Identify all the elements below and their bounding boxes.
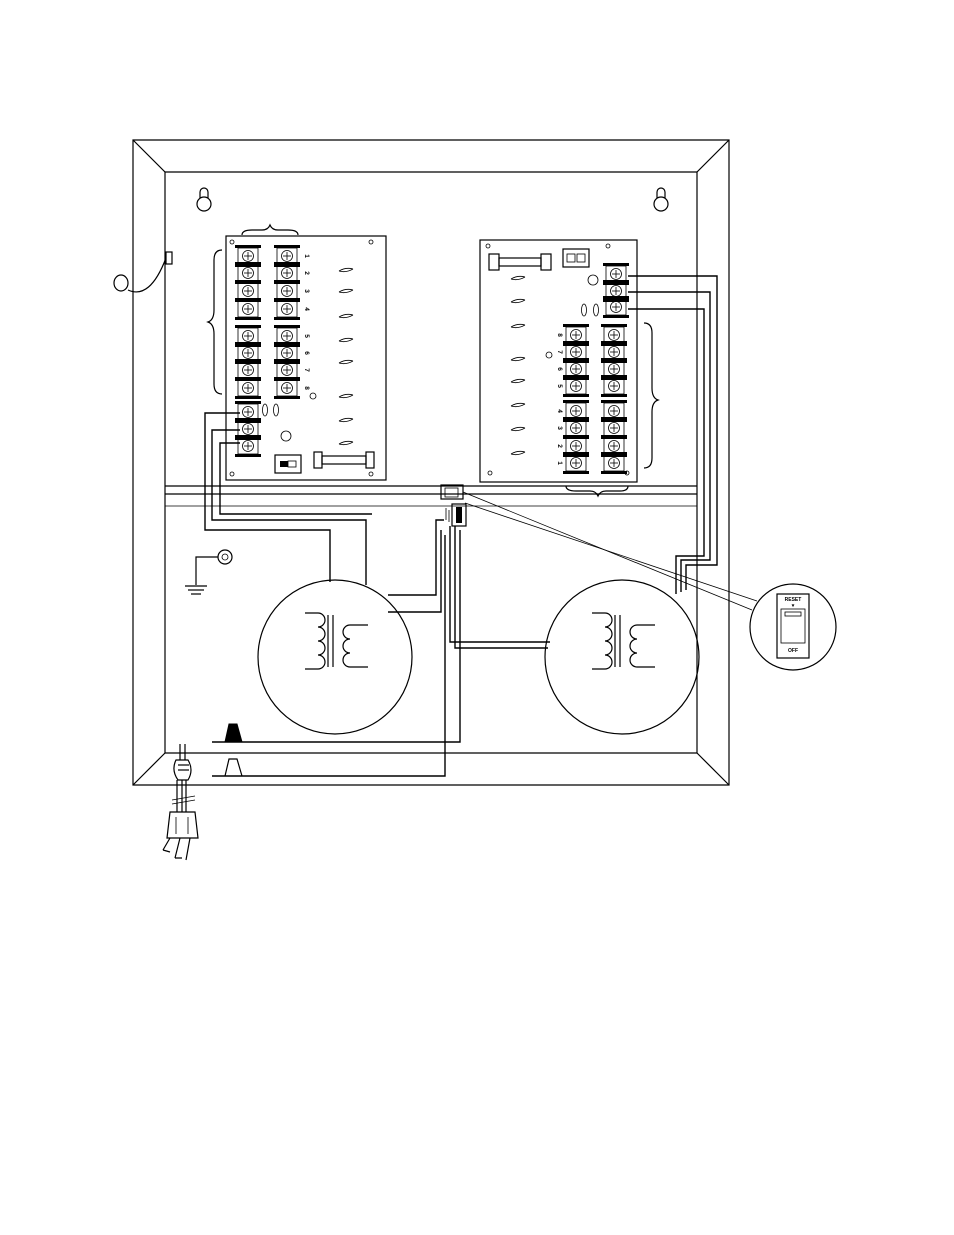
right-power-board: 8 7 6 5 4 3 2 1 (480, 240, 658, 496)
terminal-label: 2 (556, 444, 563, 448)
terminal-label: 3 (556, 426, 563, 430)
screw-terminal (235, 298, 261, 320)
terminal-label: 4 (303, 307, 310, 311)
terminal-label: 6 (303, 351, 310, 355)
terminal-label: 8 (303, 386, 310, 390)
screw-terminal (274, 377, 300, 399)
ground-stud (196, 550, 232, 585)
led-indicator (511, 324, 525, 327)
terminal-label: 5 (303, 334, 310, 338)
dip-switch (563, 249, 589, 267)
fuse (314, 452, 374, 468)
off-label: OFF (788, 648, 798, 654)
led-indicator (511, 427, 525, 430)
dip-switch (275, 455, 301, 473)
terminal-label: 7 (556, 350, 563, 354)
circuit-breaker (441, 485, 466, 526)
plug-icon (163, 812, 198, 860)
screw-terminal (601, 452, 627, 474)
led-indicator (511, 357, 525, 360)
led-indicator (339, 441, 353, 444)
svg-text:▾: ▾ (791, 603, 795, 609)
screw-terminal (603, 296, 629, 318)
terminal-label: 5 (556, 384, 563, 388)
screw-terminal (235, 377, 261, 399)
led-indicator (339, 394, 353, 397)
wire-marker-neutral-icon (225, 759, 242, 776)
keyhole-right-icon (654, 188, 668, 211)
screw-terminal (563, 375, 589, 397)
terminal-label: 3 (303, 289, 310, 293)
led-indicator (511, 451, 525, 454)
fuse (489, 254, 551, 270)
led-indicator (339, 360, 353, 363)
screw-terminal (601, 375, 627, 397)
terminal-label: 1 (556, 461, 563, 465)
screw-terminal (563, 452, 589, 474)
terminal-label: 7 (303, 368, 310, 372)
terminal-label: 4 (556, 409, 563, 413)
terminal-label: 1 (303, 254, 310, 258)
led-indicator (511, 379, 525, 382)
terminal-label: 8 (556, 333, 563, 337)
led-indicator (339, 268, 353, 271)
power-cord (172, 744, 195, 812)
transformer-right (545, 580, 699, 734)
left-power-board: 1 2 3 4 5 6 7 8 (208, 225, 386, 480)
screw-terminal (235, 435, 261, 457)
terminal-label: 2 (303, 271, 310, 275)
transformer-left (258, 580, 412, 734)
led-indicator (339, 289, 353, 292)
keyhole-left-icon (197, 188, 211, 211)
enclosure (133, 140, 729, 785)
terminal-label: 6 (556, 367, 563, 371)
led-indicator (511, 403, 525, 406)
tamper-switch (114, 252, 172, 292)
reset-switch-callout: RESET ▾ OFF (750, 584, 836, 670)
earth-ground-icon (185, 586, 207, 594)
led-indicator (339, 338, 353, 341)
led-indicator (511, 276, 525, 279)
screw-terminal (274, 298, 300, 320)
led-indicator (339, 314, 353, 317)
led-indicator (339, 418, 353, 421)
wire-marker-hot-icon (225, 724, 242, 742)
led-indicator (511, 299, 525, 302)
